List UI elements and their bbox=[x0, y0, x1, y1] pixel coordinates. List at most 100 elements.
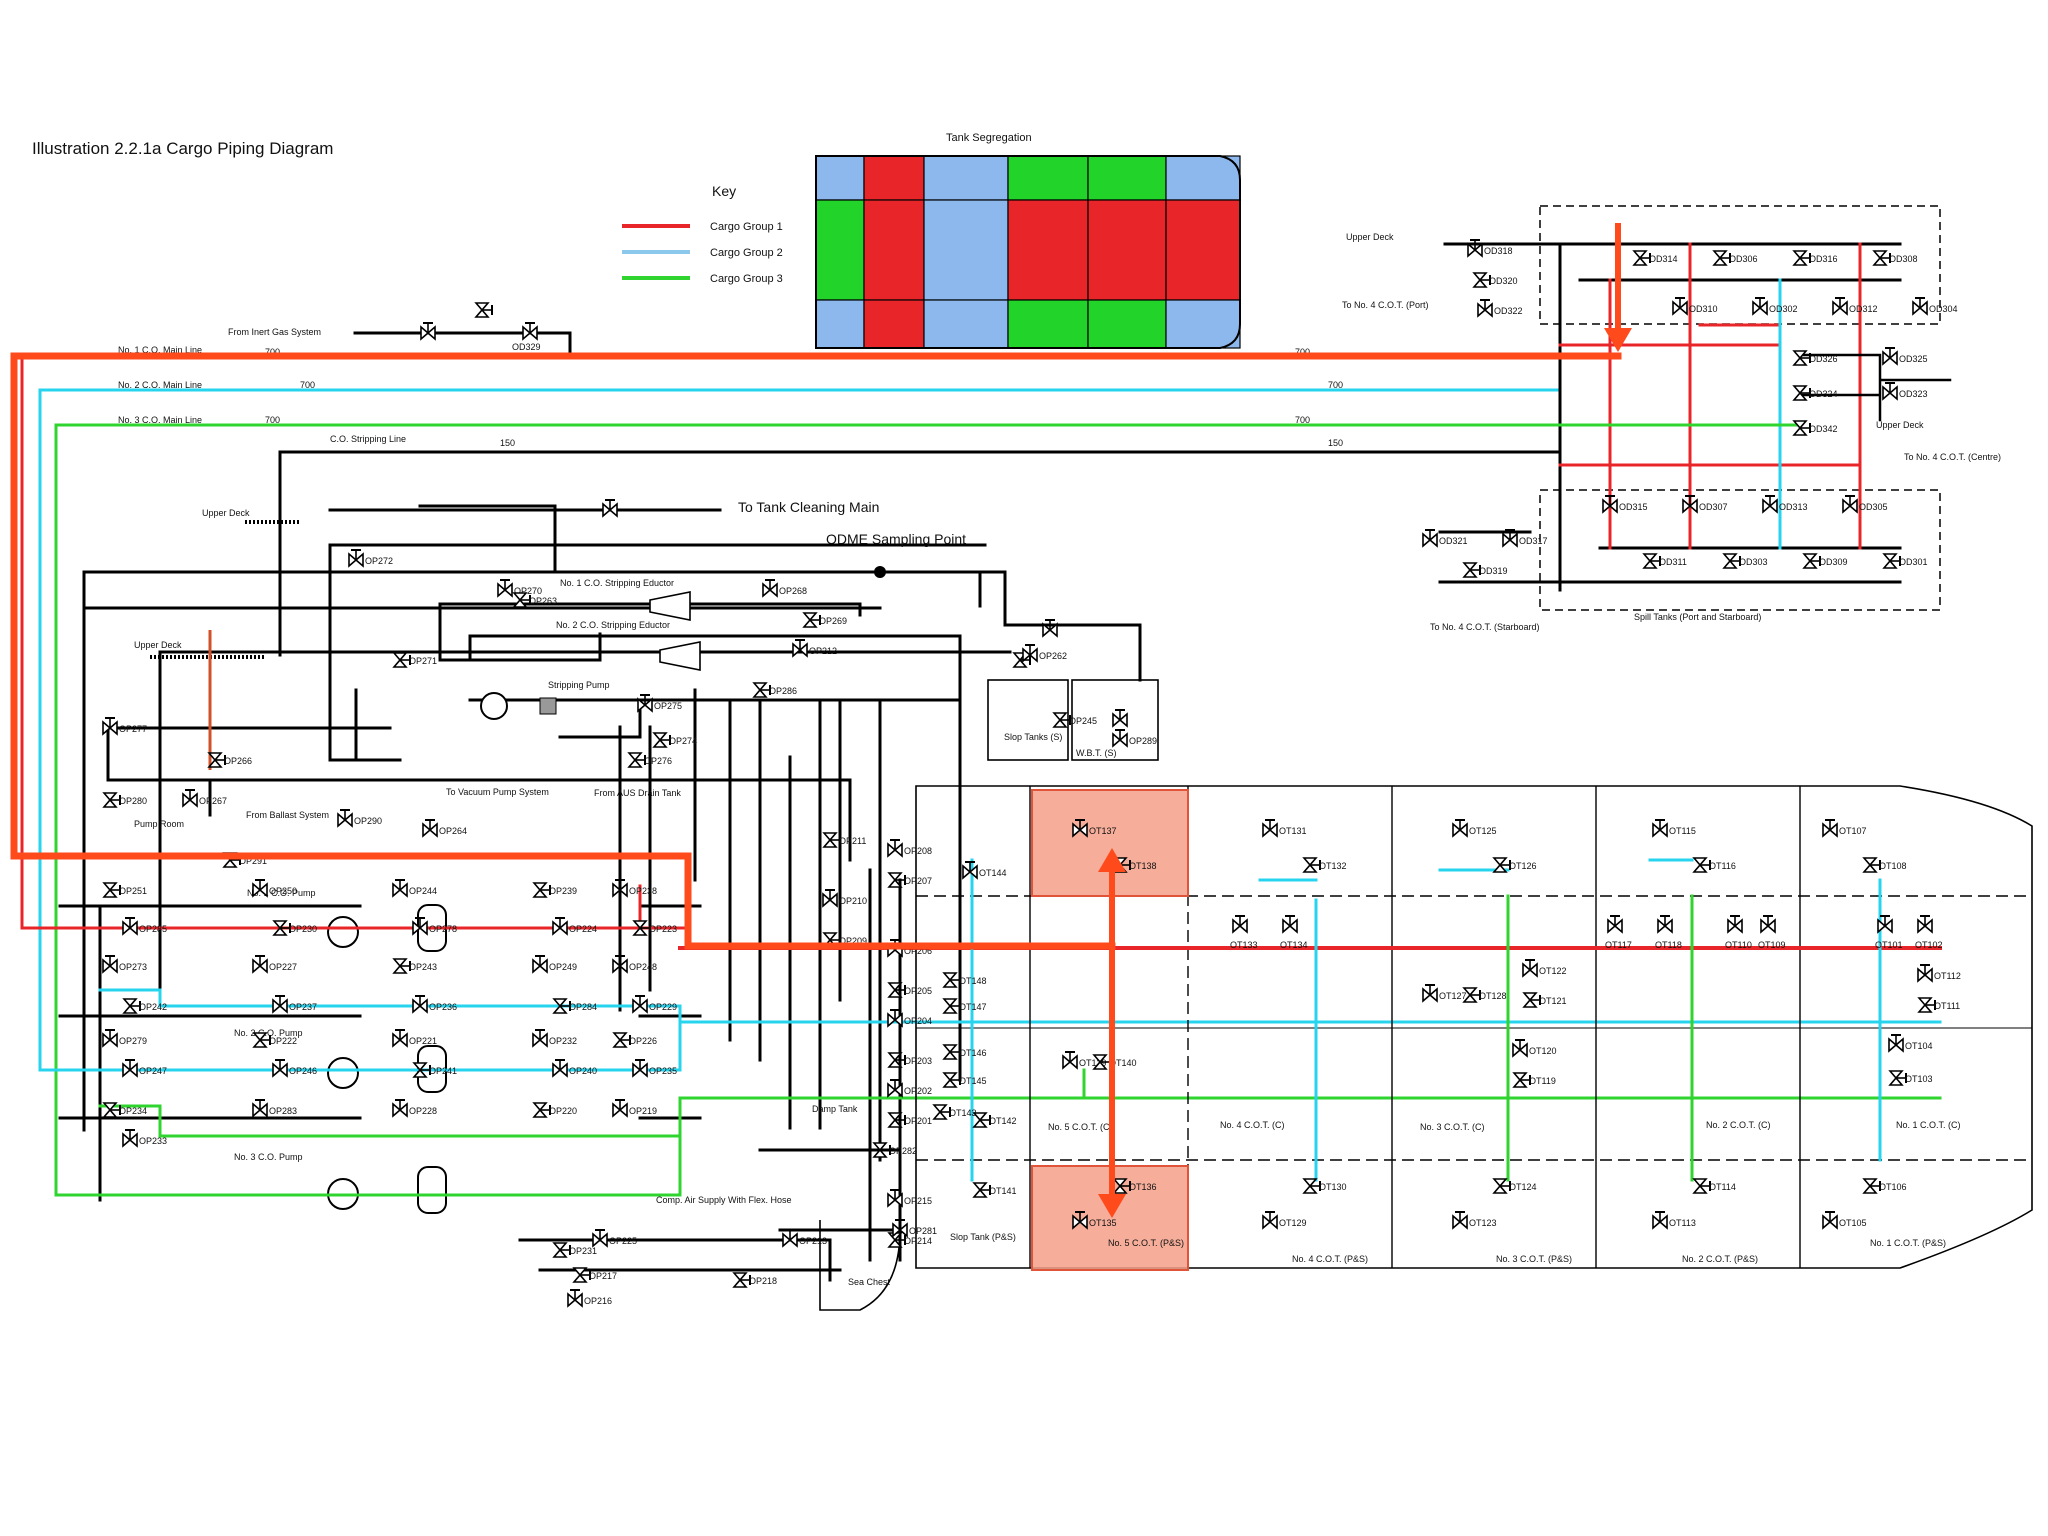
valve-icon[interactable] bbox=[1723, 553, 1741, 569]
valve-icon[interactable] bbox=[337, 809, 353, 827]
valve-icon[interactable] bbox=[1793, 250, 1811, 266]
valve-icon[interactable] bbox=[1760, 915, 1776, 933]
valve-icon[interactable] bbox=[1477, 299, 1493, 317]
valve-icon[interactable] bbox=[1607, 915, 1623, 933]
valve-icon[interactable] bbox=[1062, 1051, 1078, 1069]
valve-icon[interactable] bbox=[1889, 1070, 1907, 1086]
valve-icon[interactable] bbox=[782, 1229, 798, 1247]
valve-icon[interactable] bbox=[1513, 1072, 1531, 1088]
valve-icon[interactable] bbox=[532, 1029, 548, 1047]
valve-icon[interactable] bbox=[762, 579, 778, 597]
valve-icon[interactable] bbox=[1473, 272, 1491, 288]
valve-icon[interactable] bbox=[592, 1229, 608, 1247]
valve-icon[interactable] bbox=[1883, 553, 1901, 569]
valve-icon[interactable] bbox=[1522, 959, 1538, 977]
valve-icon[interactable] bbox=[973, 1112, 991, 1128]
valve-icon[interactable] bbox=[612, 1099, 628, 1117]
valve-icon[interactable] bbox=[888, 872, 906, 888]
valve-icon[interactable] bbox=[1523, 992, 1541, 1008]
valve-icon[interactable] bbox=[1822, 1211, 1838, 1229]
valve-icon[interactable] bbox=[888, 1232, 906, 1248]
valve-icon[interactable] bbox=[1863, 1178, 1881, 1194]
valve-icon[interactable] bbox=[653, 732, 671, 748]
valve-icon[interactable] bbox=[393, 958, 411, 974]
valve-icon[interactable] bbox=[272, 1059, 288, 1077]
valve-icon[interactable] bbox=[567, 1289, 583, 1307]
valve-icon[interactable] bbox=[1112, 729, 1128, 747]
valve-icon[interactable] bbox=[1467, 239, 1483, 257]
valve-icon[interactable] bbox=[1917, 964, 1933, 982]
valve-icon[interactable] bbox=[102, 1029, 118, 1047]
valve-icon[interactable] bbox=[943, 1044, 961, 1060]
valve-icon[interactable] bbox=[1262, 1211, 1278, 1229]
valve-icon[interactable] bbox=[103, 792, 121, 808]
valve-icon[interactable] bbox=[1793, 420, 1811, 436]
valve-icon[interactable] bbox=[943, 972, 961, 988]
valve-icon[interactable] bbox=[533, 1102, 551, 1118]
valve-icon[interactable] bbox=[392, 879, 408, 897]
valve-icon[interactable] bbox=[1422, 529, 1438, 547]
valve-icon[interactable] bbox=[1918, 997, 1936, 1013]
valve-icon[interactable] bbox=[973, 1182, 991, 1198]
valve-icon[interactable] bbox=[348, 549, 364, 567]
valve-icon[interactable] bbox=[123, 998, 141, 1014]
valve-icon[interactable] bbox=[1693, 857, 1711, 873]
valve-icon[interactable] bbox=[422, 819, 438, 837]
valve-icon[interactable] bbox=[1303, 857, 1321, 873]
valve-icon[interactable] bbox=[1657, 915, 1673, 933]
valve-icon[interactable] bbox=[1282, 915, 1298, 933]
valve-icon[interactable] bbox=[792, 639, 808, 657]
valve-icon[interactable] bbox=[393, 652, 411, 668]
valve-icon[interactable] bbox=[962, 861, 978, 879]
valve-icon[interactable] bbox=[733, 1272, 751, 1288]
valve-icon[interactable] bbox=[532, 955, 548, 973]
valve-icon[interactable] bbox=[1888, 1034, 1904, 1052]
valve-icon[interactable] bbox=[1232, 915, 1248, 933]
valve-icon[interactable] bbox=[1452, 819, 1468, 837]
valve-icon[interactable] bbox=[252, 1099, 268, 1117]
valve-icon[interactable] bbox=[252, 955, 268, 973]
valve-icon[interactable] bbox=[1803, 553, 1821, 569]
valve-icon[interactable] bbox=[943, 998, 961, 1014]
valve-icon[interactable] bbox=[1652, 1211, 1668, 1229]
valve-icon[interactable] bbox=[1752, 297, 1768, 315]
valve-icon[interactable] bbox=[1512, 1039, 1528, 1057]
valve-icon[interactable] bbox=[497, 579, 513, 597]
valve-icon[interactable] bbox=[1693, 1178, 1711, 1194]
valve-icon[interactable] bbox=[1873, 250, 1891, 266]
valve-icon[interactable] bbox=[533, 882, 551, 898]
valve-icon[interactable] bbox=[753, 682, 771, 698]
valve-icon[interactable] bbox=[552, 1059, 568, 1077]
valve-icon[interactable] bbox=[888, 1052, 906, 1068]
valve-icon[interactable] bbox=[122, 917, 138, 935]
valve-icon[interactable] bbox=[1303, 1178, 1321, 1194]
valve-icon[interactable] bbox=[613, 1032, 631, 1048]
valve-icon[interactable] bbox=[632, 1059, 648, 1077]
valve-icon[interactable] bbox=[102, 955, 118, 973]
valve-icon[interactable] bbox=[1842, 495, 1858, 513]
valve-icon[interactable] bbox=[392, 1029, 408, 1047]
valve-icon[interactable] bbox=[637, 694, 653, 712]
valve-icon[interactable] bbox=[1762, 495, 1778, 513]
valve-icon[interactable] bbox=[1422, 984, 1438, 1002]
valve-icon[interactable] bbox=[1793, 385, 1811, 401]
valve-icon[interactable] bbox=[1882, 382, 1898, 400]
valve-icon[interactable] bbox=[122, 1129, 138, 1147]
valve-icon[interactable] bbox=[1652, 819, 1668, 837]
valve-icon[interactable] bbox=[102, 717, 118, 735]
valve-icon[interactable] bbox=[888, 1112, 906, 1128]
valve-icon[interactable] bbox=[823, 832, 841, 848]
valve-icon[interactable] bbox=[933, 1104, 951, 1120]
valve-icon[interactable] bbox=[122, 1059, 138, 1077]
valve-icon[interactable] bbox=[392, 1099, 408, 1117]
valve-icon[interactable] bbox=[552, 917, 568, 935]
valve-icon[interactable] bbox=[1713, 250, 1731, 266]
valve-icon[interactable] bbox=[1672, 297, 1688, 315]
valve-icon[interactable] bbox=[103, 882, 121, 898]
valve-icon[interactable] bbox=[1917, 915, 1933, 933]
valve-icon[interactable] bbox=[1882, 347, 1898, 365]
valve-icon[interactable] bbox=[887, 839, 903, 857]
valve-icon[interactable] bbox=[1463, 562, 1481, 578]
valve-icon[interactable] bbox=[803, 612, 821, 628]
valve-icon[interactable] bbox=[1832, 297, 1848, 315]
